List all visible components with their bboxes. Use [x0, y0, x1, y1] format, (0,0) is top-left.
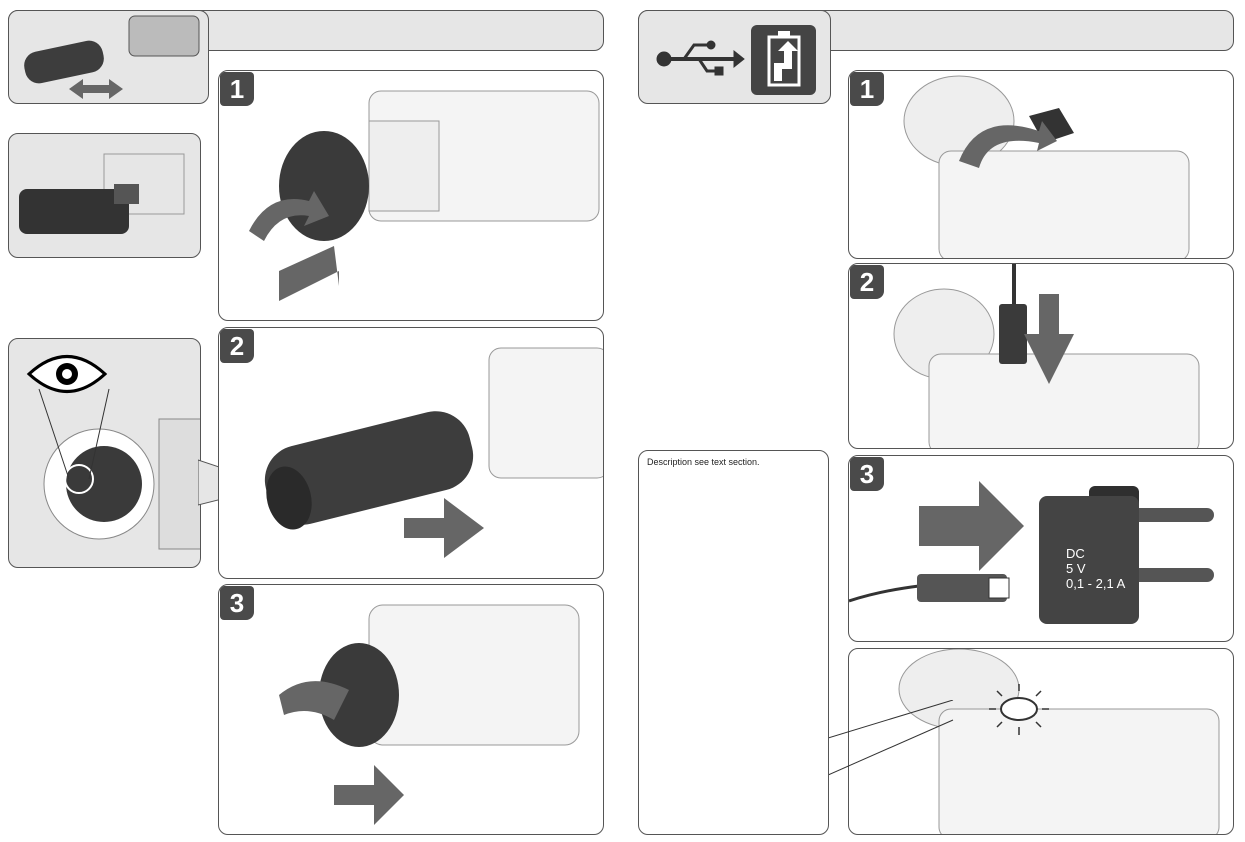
right-step-2: 2 [848, 263, 1234, 449]
mount-thumbnail [8, 133, 201, 258]
description-text: Description see text section. [647, 457, 760, 467]
step-number-badge: 3 [220, 586, 254, 620]
battery-swap-thumbnail [8, 10, 209, 104]
step-number-badge: 2 [220, 329, 254, 363]
charger-spec-label: DC 5 V 0,1 - 2,1 A [1066, 546, 1125, 591]
right-step-3: DC 5 V 0,1 - 2,1 A 3 [848, 455, 1234, 642]
connect-charger-illustration [849, 481, 1214, 624]
usb-charging-thumbnail [638, 10, 831, 104]
close-cap-illustration [279, 604, 580, 825]
charger-type: DC [1066, 546, 1085, 561]
right-step-4 [848, 648, 1234, 835]
inspection-thumbnail [8, 338, 201, 568]
charger-voltage: 5 V [1066, 561, 1086, 576]
remove-cap-illustration [249, 90, 600, 301]
charger-current: 0,1 - 2,1 A [1066, 576, 1126, 591]
callout-lines [828, 700, 954, 776]
step-number-badge: 1 [220, 72, 254, 106]
right-step-1: 1 [848, 70, 1234, 259]
step-number-badge: 2 [850, 265, 884, 299]
usb-icon [656, 40, 745, 76]
charging-indicator-illustration [898, 649, 1220, 834]
left-step-2: 2 [218, 327, 604, 579]
inspection-illustration [26, 355, 200, 550]
left-step-1: 1 [218, 70, 604, 321]
plug-usb-cable-illustration [893, 264, 1200, 448]
mount-illustration [19, 153, 185, 234]
left-step-3: 3 [218, 584, 604, 835]
swap-arrow-icon [69, 79, 123, 99]
description-box: Description see text section. [638, 450, 829, 835]
usb-charging-icons [656, 25, 816, 95]
open-usb-cover-illustration [903, 75, 1190, 258]
step-number-badge: 1 [850, 72, 884, 106]
step-number-badge: 3 [850, 457, 884, 491]
battery-charge-icon [751, 25, 816, 95]
battery-swap-illustration [24, 15, 200, 99]
insert-battery-illustration [264, 347, 603, 558]
